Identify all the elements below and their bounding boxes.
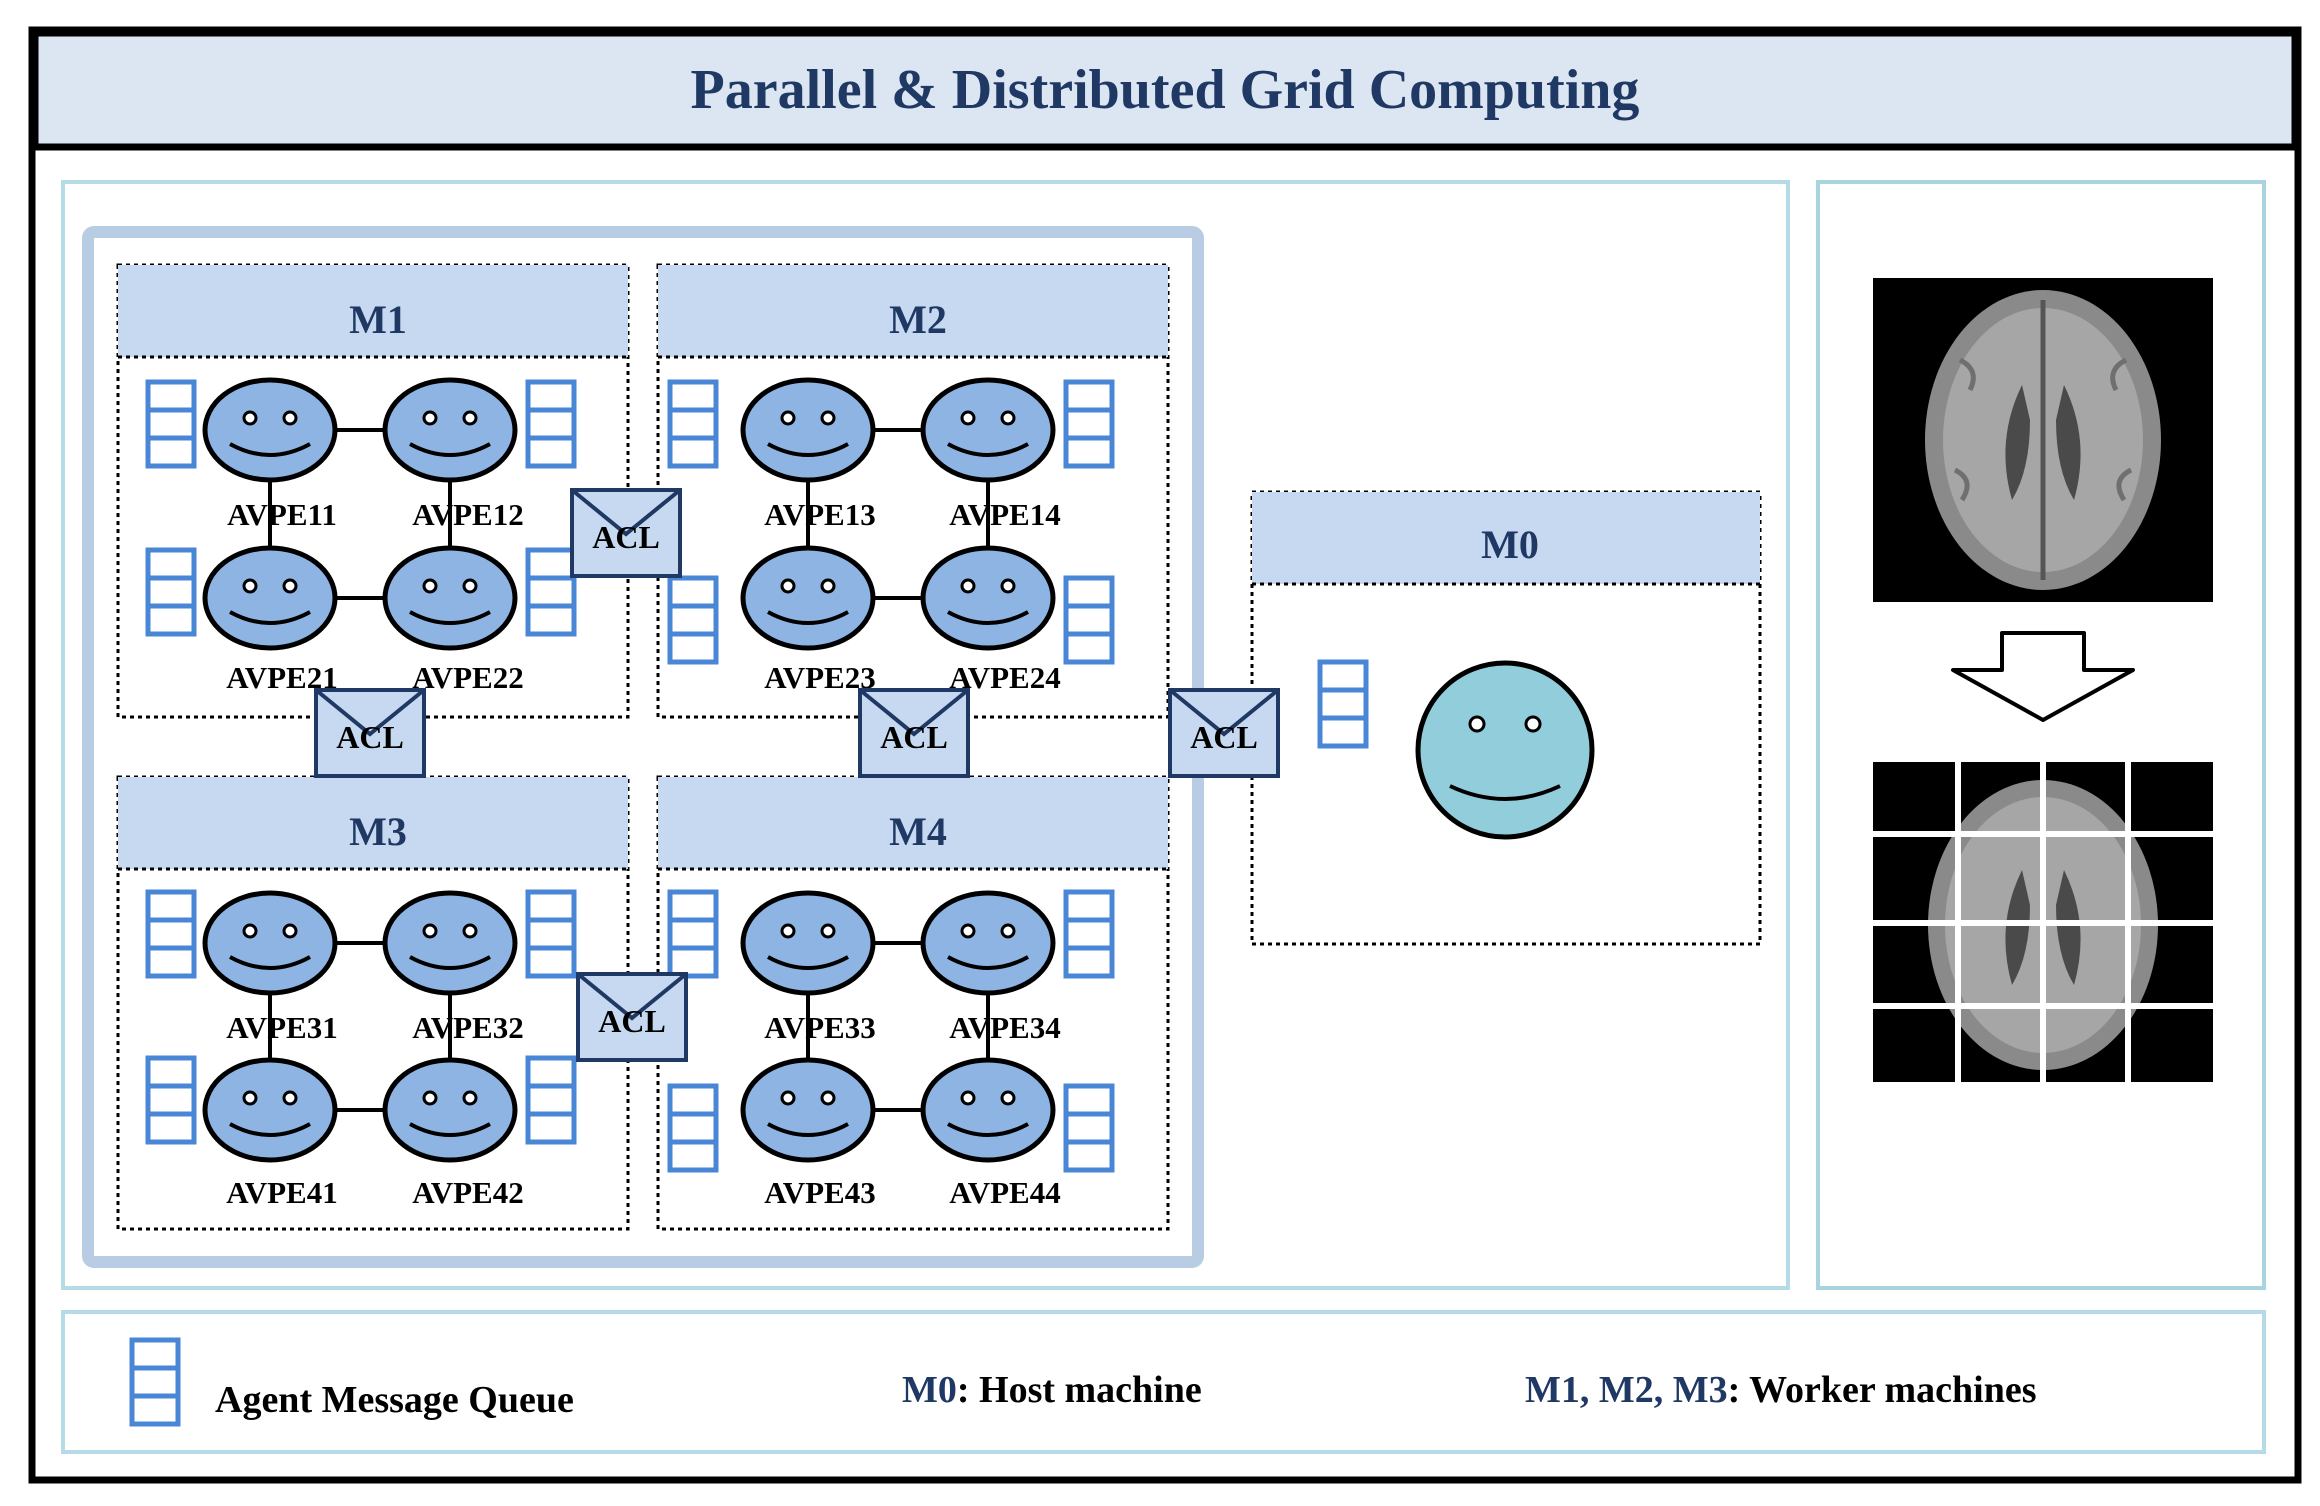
host-agent bbox=[1415, 660, 1595, 840]
agent-label: AVPE32 bbox=[412, 1010, 523, 1045]
agent-label: AVPE33 bbox=[764, 1010, 875, 1045]
machine-m1: M1 AVPE11 AVPE12 AVPE21 AVPE22 bbox=[116, 263, 630, 719]
machine-label-m3: M3 bbox=[349, 809, 407, 854]
message-queue-icon bbox=[148, 892, 194, 976]
agent-avpe32 bbox=[385, 893, 515, 993]
machine-label-m1: M1 bbox=[349, 297, 407, 342]
machine-label-m4: M4 bbox=[889, 809, 947, 854]
machine-label-m0: M0 bbox=[1481, 522, 1539, 567]
agent-avpe43 bbox=[743, 1060, 873, 1160]
acl-envelope: ACL bbox=[314, 688, 426, 778]
acl-envelope: ACL bbox=[570, 488, 682, 578]
agent-label: AVPE44 bbox=[949, 1175, 1060, 1210]
message-queue-icon bbox=[1320, 662, 1366, 746]
message-queue-icon bbox=[670, 1086, 716, 1170]
agent-avpe42 bbox=[385, 1060, 515, 1160]
agent-label: AVPE41 bbox=[226, 1175, 337, 1210]
svg-text:ACL: ACL bbox=[592, 519, 660, 555]
partitioned-brain-image bbox=[1873, 762, 2213, 1082]
agent-avpe11 bbox=[205, 380, 335, 480]
message-queue-icon bbox=[670, 892, 716, 976]
agent-avpe44 bbox=[923, 1060, 1053, 1160]
acl-envelope: ACL bbox=[858, 688, 970, 778]
page-title: Parallel & Distributed Grid Computing bbox=[691, 59, 1640, 121]
message-queue-icon bbox=[148, 550, 194, 634]
message-queue-icon bbox=[1066, 382, 1112, 466]
svg-text:ACL: ACL bbox=[598, 1003, 666, 1039]
message-queue-icon bbox=[1066, 892, 1112, 976]
agent-avpe34 bbox=[923, 893, 1053, 993]
machine-m4: M4 AVPE33 AVPE34 AVPE43 AVPE44 bbox=[656, 775, 1170, 1231]
legend-workers: M1, M2, M3: Worker machines bbox=[1525, 1369, 2037, 1411]
legend-queue-label: Agent Message Queue bbox=[215, 1379, 574, 1421]
message-queue-icon bbox=[670, 578, 716, 662]
message-queue-icon bbox=[528, 382, 574, 466]
agent-label: AVPE14 bbox=[949, 497, 1060, 532]
brain-mri-image bbox=[1873, 278, 2213, 602]
agent-avpe13 bbox=[743, 380, 873, 480]
message-queue-icon bbox=[148, 382, 194, 466]
agent-avpe14 bbox=[923, 380, 1053, 480]
agent-avpe23 bbox=[743, 548, 873, 648]
message-queue-icon bbox=[1066, 578, 1112, 662]
message-queue-icon bbox=[148, 1058, 194, 1142]
legend-host: M0: Host machine bbox=[902, 1369, 1202, 1411]
agent-avpe41 bbox=[205, 1060, 335, 1160]
agent-label: AVPE13 bbox=[764, 497, 875, 532]
acl-envelope: ACL bbox=[576, 972, 688, 1062]
agent-avpe24 bbox=[923, 548, 1053, 648]
machine-m2: M2 AVPE13 AVPE14 AVPE23 AVPE24 bbox=[656, 263, 1170, 719]
agent-label: AVPE12 bbox=[412, 497, 523, 532]
svg-text:ACL: ACL bbox=[1190, 719, 1258, 755]
agent-avpe31 bbox=[205, 893, 335, 993]
agent-avpe22 bbox=[385, 548, 515, 648]
message-queue-icon bbox=[670, 382, 716, 466]
legend: Agent Message Queue M0: Host machine M1,… bbox=[61, 1310, 2266, 1454]
message-queue-icon bbox=[528, 892, 574, 976]
machine-m0-host: M0 bbox=[1250, 490, 1762, 946]
message-queue-icon bbox=[1066, 1086, 1112, 1170]
agent-avpe12 bbox=[385, 380, 515, 480]
down-arrow-icon bbox=[1951, 631, 2135, 722]
message-queue-icon bbox=[528, 550, 574, 634]
agent-label: AVPE22 bbox=[412, 660, 523, 695]
message-queue-icon bbox=[528, 1058, 574, 1142]
agent-label: AVPE43 bbox=[764, 1175, 875, 1210]
message-queue-icon bbox=[132, 1340, 178, 1424]
agent-avpe33 bbox=[743, 893, 873, 993]
acl-envelope: ACL bbox=[1168, 688, 1280, 778]
agent-label: AVPE11 bbox=[227, 497, 337, 532]
agent-label: AVPE42 bbox=[412, 1175, 523, 1210]
agent-label: AVPE34 bbox=[949, 1010, 1060, 1045]
machine-label-m2: M2 bbox=[889, 297, 947, 342]
agent-avpe21 bbox=[205, 548, 335, 648]
agent-label: AVPE31 bbox=[226, 1010, 337, 1045]
title-banner: Parallel & Distributed Grid Computing bbox=[31, 29, 2299, 151]
machine-m3: M3 AVPE31 AVPE32 AVPE41 AVPE42 bbox=[116, 775, 630, 1231]
agent-label: AVPE23 bbox=[764, 660, 875, 695]
svg-text:ACL: ACL bbox=[336, 719, 404, 755]
svg-text:ACL: ACL bbox=[880, 719, 948, 755]
